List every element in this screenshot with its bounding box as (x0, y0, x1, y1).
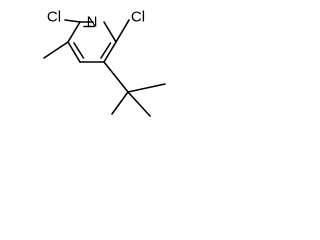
bond-c2-cl (115, 19, 130, 43)
bond-c6-cl (64, 19, 81, 23)
atom-label-nitrogen: N (87, 14, 98, 31)
bond-tbutyl-methyl-down (127, 91, 151, 117)
bond-n-c2 (103, 21, 117, 43)
bond-tbutyl-methyl-left (111, 91, 129, 115)
bond-c5-methyl (43, 41, 69, 59)
bond-c3-quaternary-carbon (103, 61, 129, 93)
substituents (43, 19, 166, 117)
double-bond-c2-c3-inner (100, 42, 112, 59)
double-bond-c4-c5-inner (73, 42, 85, 59)
pyridine-ring (67, 21, 117, 63)
atom-label-chlorine-right: Cl (131, 9, 145, 26)
bond-tbutyl-methyl-right (127, 83, 166, 93)
bond-c2-c3 (103, 41, 117, 63)
chemical-structure-diagram: N Cl Cl (43, 9, 166, 117)
bond-c4-c5 (67, 41, 81, 63)
bond-c5-c6 (67, 21, 81, 43)
atom-label-chlorine-left: Cl (47, 9, 61, 26)
